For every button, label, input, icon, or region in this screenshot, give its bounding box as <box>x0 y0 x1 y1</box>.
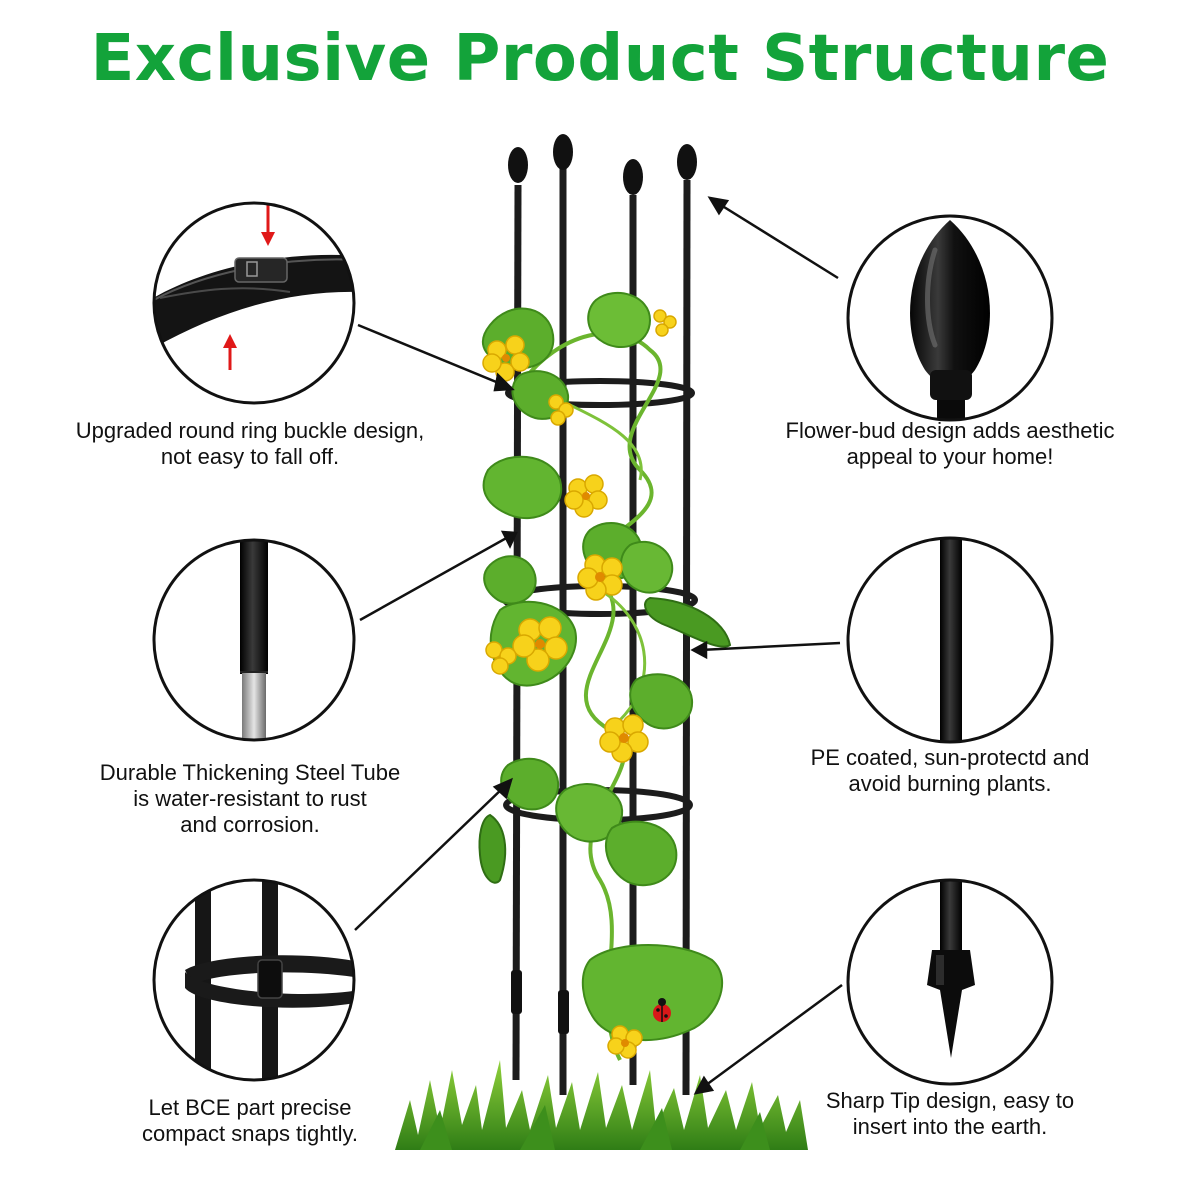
caption-steel-tube-line2: is water-resistant to rust <box>133 786 367 811</box>
caption-pe-coating-line2: avoid burning plants. <box>848 771 1052 796</box>
caption-sharp-tip-line1: Sharp Tip design, easy to <box>825 1088 1075 1113</box>
steel-tube-cross-section-icon <box>152 538 356 742</box>
sharp-tip-stake-icon <box>846 878 1054 1086</box>
caption-flower-bud: Flower-bud design adds aesthetic appeal … <box>730 418 1170 470</box>
callout-arrows <box>354 196 843 1095</box>
caption-bce-part: Let BCE part precise compact snaps tight… <box>40 1095 460 1147</box>
caption-flower-bud-line1: Flower-bud design adds aesthetic <box>785 418 1115 443</box>
caption-bce-part-line2: compact snaps tightly. <box>141 1121 359 1146</box>
caption-ring-buckle-line1: Upgraded round ring buckle design, <box>75 418 425 443</box>
caption-ring-buckle: Upgraded round ring buckle design, not e… <box>20 418 480 470</box>
caption-pe-coating: PE coated, sun-protectd and avoid burnin… <box>740 745 1160 797</box>
caption-steel-tube: Durable Thickening Steel Tube is water-r… <box>30 760 470 838</box>
caption-pe-coating-line1: PE coated, sun-protectd and <box>810 745 1090 770</box>
caption-sharp-tip: Sharp Tip design, easy to insert into th… <box>750 1088 1150 1140</box>
climbing-plant <box>478 291 732 1061</box>
caption-sharp-tip-line2: insert into the earth. <box>852 1114 1048 1139</box>
caption-steel-tube-line3: and corrosion. <box>180 812 320 837</box>
coated-pole-icon <box>846 536 1054 744</box>
page-title: Exclusive Product Structure <box>90 22 1110 96</box>
flower-bud-finial-icon <box>846 214 1054 422</box>
ladybug-icon <box>653 998 671 1022</box>
caption-ring-buckle-line2: not easy to fall off. <box>160 444 340 469</box>
caption-bce-part-line1: Let BCE part precise <box>148 1095 352 1120</box>
ring-joint-closeup-icon <box>152 878 356 1082</box>
ring-buckle-closeup-icon <box>152 201 356 405</box>
caption-steel-tube-line1: Durable Thickening Steel Tube <box>99 760 401 785</box>
grass-base <box>395 1060 808 1150</box>
caption-flower-bud-line2: appeal to your home! <box>846 444 1054 469</box>
